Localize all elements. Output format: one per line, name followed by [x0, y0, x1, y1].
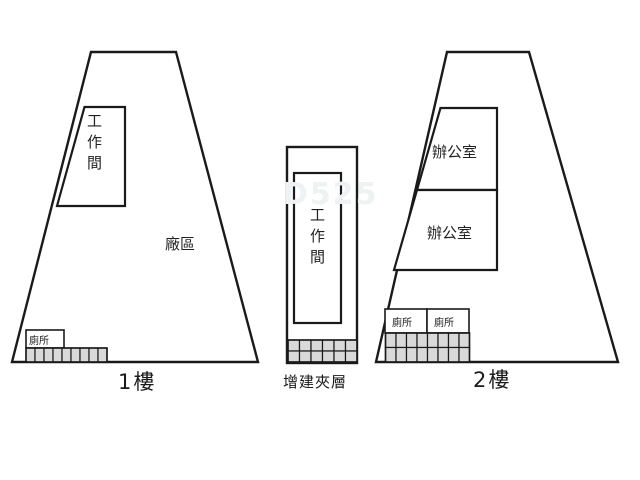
mezzanine-group	[285, 145, 359, 365]
floor2-group	[374, 50, 620, 364]
mezzanine-stair-grid	[287, 339, 358, 363]
floor1-outline	[10, 50, 260, 364]
floor2-office-lower-shape	[392, 188, 499, 272]
floor2-office-lower-label: 辦公室	[427, 224, 473, 242]
floor1-factory-area-label: 廠區	[165, 235, 196, 253]
floor2-toilet-box-right	[426, 308, 470, 334]
watermark-text: D525	[283, 177, 379, 212]
floor2-caption: 2樓	[473, 368, 512, 392]
floor1-workroom-label: 工作間	[85, 113, 103, 176]
mezzanine-workroom-shape	[292, 171, 343, 325]
mezzanine-workroom-label: 工作間	[308, 207, 326, 270]
mezzanine-caption: 增建夾層	[283, 373, 348, 391]
mezzanine-outline	[285, 145, 359, 365]
floor1-caption: 1樓	[118, 370, 157, 394]
floor1-group	[10, 50, 260, 364]
floor2-stair-grid	[384, 332, 471, 363]
floor2-toilet-label-left: 廁所	[392, 318, 412, 329]
floor2-toilet-label-right: 廁所	[434, 318, 454, 329]
floor2-office-upper-label: 辦公室	[432, 143, 478, 161]
floor1-stair-grid	[25, 347, 108, 363]
floor1-toilet-label: 廁所	[29, 336, 49, 347]
floor1-workroom-shape	[55, 105, 127, 208]
